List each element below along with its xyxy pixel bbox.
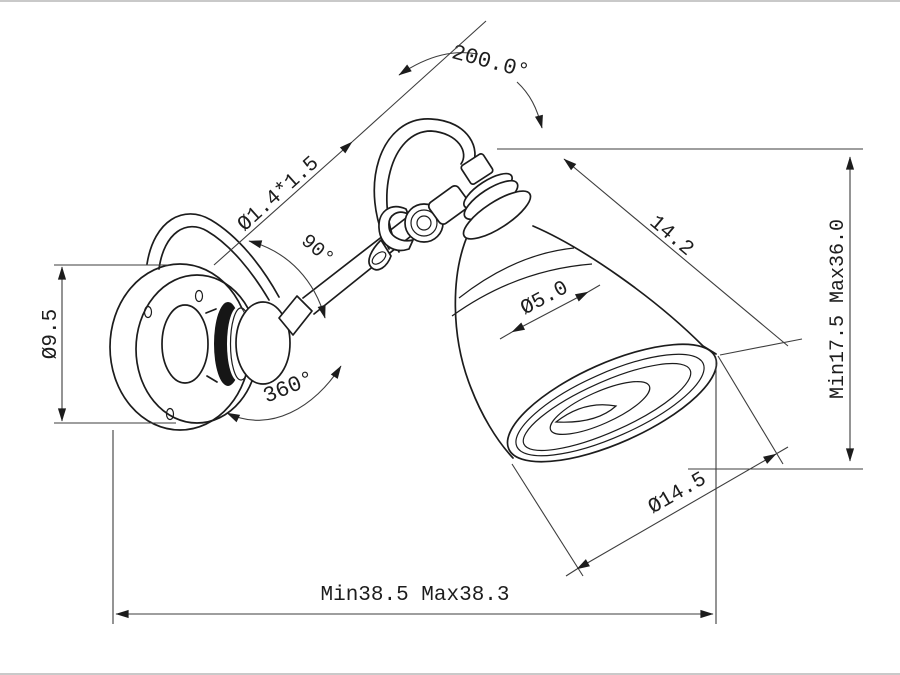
dim-label-tilt-angle: 90° <box>296 230 338 271</box>
dimension-neck-diameter: Ø5.0 <box>499 277 601 340</box>
dim-label-height-range: Min17.5 Max36.0 <box>827 219 850 399</box>
dimension-cable-size: Ø1.4*1.5 <box>213 20 487 266</box>
dimension-base-diameter: Ø9.5 <box>40 264 176 424</box>
pivot-head <box>368 185 471 271</box>
dimension-shade-length: 14.2 <box>563 158 803 356</box>
dim-label-width-range: Min38.5 Max38.3 <box>320 584 509 607</box>
dimension-height-range: Min17.5 Max36.0 <box>497 148 863 470</box>
dim-label-base-diameter: Ø9.5 <box>40 309 63 359</box>
dimension-width-range: Min38.5 Max38.3 <box>112 358 717 624</box>
bulb <box>549 381 651 435</box>
dim-label-shade-length: 14.2 <box>644 212 697 262</box>
dimension-rotation-arc: 200.0° <box>398 40 543 129</box>
lamp-socket <box>460 152 532 240</box>
lamp-shade <box>451 225 718 463</box>
wall-plate <box>109 263 259 431</box>
dim-label-shade-diameter: Ø14.5 <box>645 468 711 519</box>
dim-label-rotation-arc: 200.0° <box>449 40 532 85</box>
dim-label-cable-size: Ø1.4*1.5 <box>234 152 324 237</box>
